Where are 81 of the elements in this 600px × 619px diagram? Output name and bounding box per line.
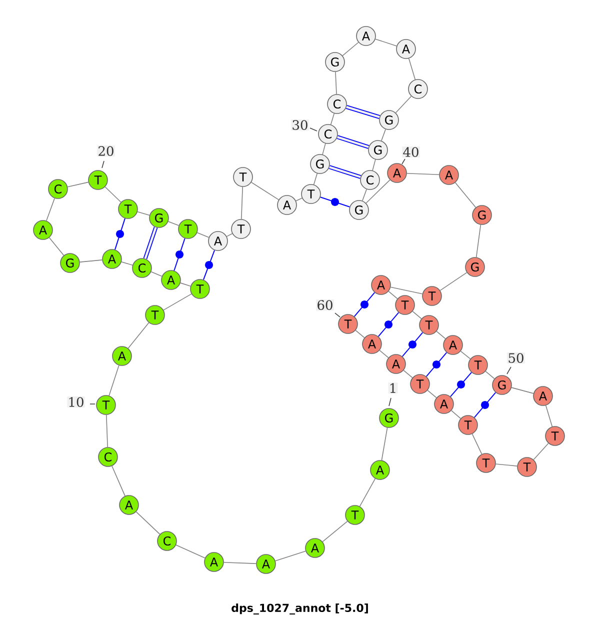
backbone-line [322,143,326,155]
backbone-line [313,173,318,185]
backbone-line [359,478,376,507]
backbone-line [395,96,412,114]
backbone-line [427,390,437,398]
backbone-line [196,232,210,238]
backbone-line [176,544,206,558]
base-pair-line [378,312,400,337]
backbone-line [136,511,160,535]
backbone-line [128,322,150,349]
base-pair-line [426,352,448,377]
backbone-line [250,182,280,200]
backbone-line [545,405,553,427]
backbone-line [121,261,133,266]
position-number: 50 [507,352,525,364]
backbone-line [275,550,306,562]
backbone-line [180,282,191,286]
backbone-line [440,272,468,291]
base-pair-line [114,218,126,250]
backbone-line [150,271,162,277]
position-number: 60 [316,300,334,311]
backbone-line [362,188,367,202]
backbone-line [330,113,335,125]
base-pair-line [450,372,472,398]
backbone-line [375,38,397,46]
base-pair-line [474,392,496,418]
position-number: 20 [97,146,115,157]
base-pair-line [402,332,424,357]
backbone-line [436,330,446,340]
backbone-line [46,198,55,222]
backbone-line [460,350,471,360]
backbone-line [322,520,348,542]
position-number: 40 [402,146,420,158]
backbone-line [495,464,518,466]
position-number: 1 [388,382,398,394]
backbone-line [388,290,398,300]
base-pair-line [336,135,370,149]
base-pair-line [143,226,158,260]
backbone-line [240,186,244,220]
backbone-line [381,128,386,142]
backbone-line [403,370,413,378]
backbone-line [485,370,495,380]
backbone-line [168,221,180,226]
backbone-line [355,330,365,338]
base-pair-line [174,238,186,272]
backbone-line [511,387,534,394]
backbone-line [226,233,233,237]
backbone-line [390,286,423,294]
backbone-line [472,434,482,454]
base-pair-line [354,292,376,317]
backbone-line [48,237,64,256]
backbone-line [451,410,461,419]
backbone-line [106,414,108,448]
backbone-line [412,310,422,320]
backbone-line [408,58,416,80]
backbone-line [108,365,120,396]
position-number: 10 [67,396,85,408]
backbone-line [366,180,390,204]
backbone-line [112,466,126,496]
backbone-line [533,442,549,460]
backbone-line [372,159,376,171]
backbone-line [163,294,192,310]
backbone-line [406,172,440,176]
backbone-line [335,72,337,95]
backbone-line [476,224,482,258]
backbone-line [67,182,89,188]
backbone-line [223,562,256,564]
base-pair-line [320,196,350,208]
base-pair-line [346,105,380,120]
backbone-line [454,182,476,208]
backbone-line [137,211,150,216]
backbone-line [296,198,302,202]
backbone-line [381,427,388,461]
base-pair-line [202,250,216,280]
backbone-line [342,42,359,56]
position-number: 30 [291,120,309,131]
backbone-line [79,260,103,262]
caption: dps_1027_annot [-5.0] [232,604,368,614]
backbone-line [104,186,122,203]
backbone-line [379,350,389,358]
base-pair-line [328,165,362,179]
